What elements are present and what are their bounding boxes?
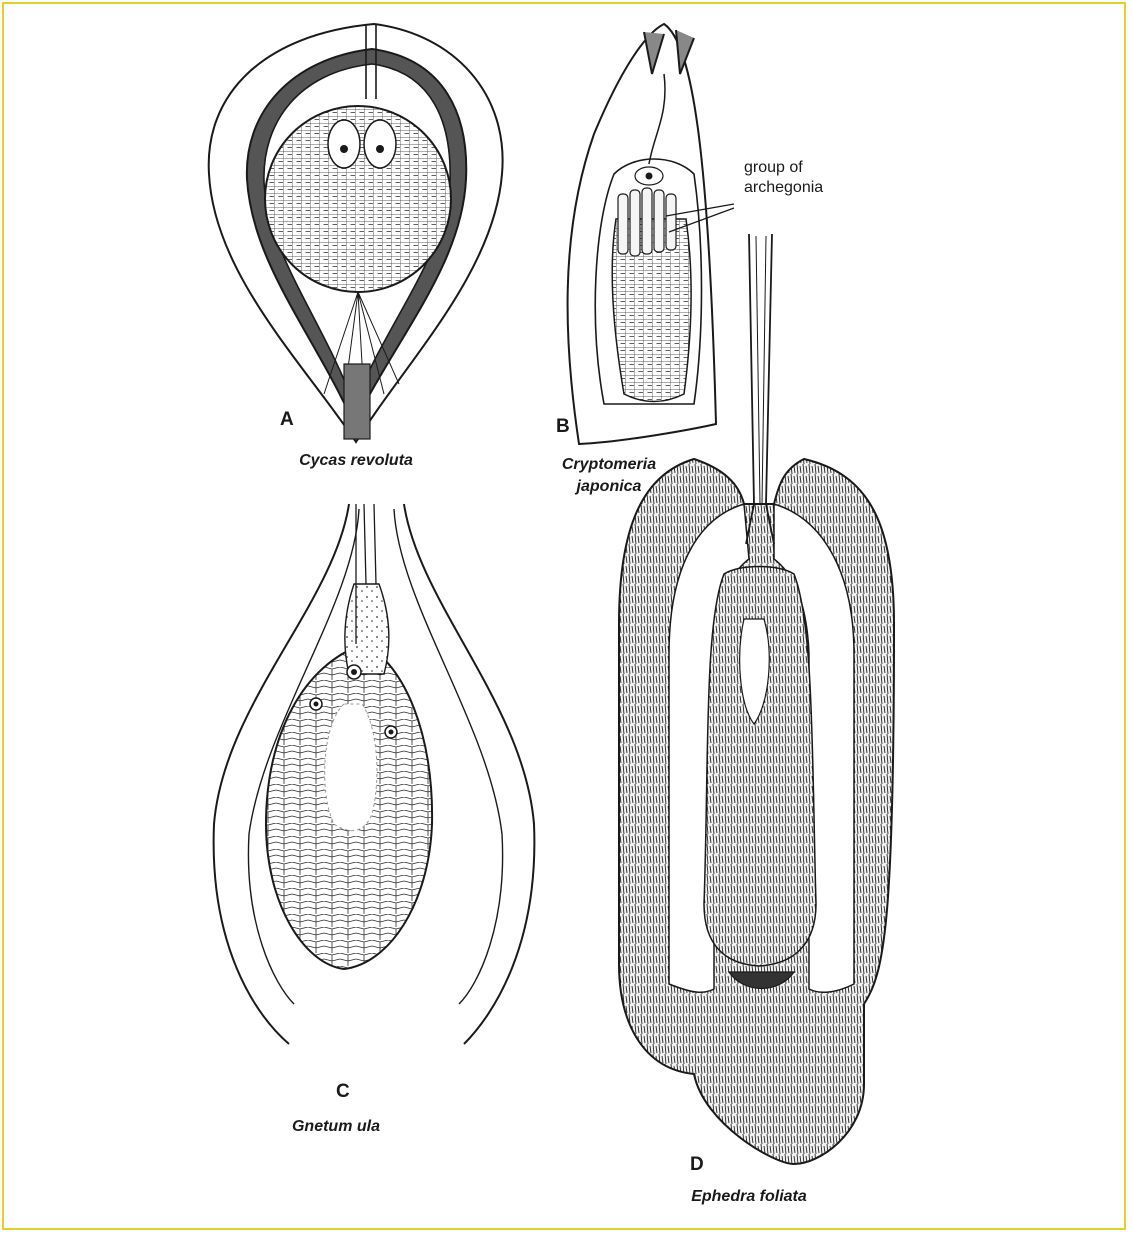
archegonia-callout: group of archegonia (744, 158, 823, 198)
figure-c-species: Gnetum ula (256, 1116, 416, 1138)
figure-b-letter: B (556, 416, 570, 438)
figure-d-letter: D (690, 1154, 704, 1176)
archegonia-callout-line1: group of (744, 158, 823, 178)
figure-b-species-line1: Cryptomeria (539, 454, 679, 476)
ovule-illustrations (4, 4, 1128, 1232)
figure-a-species: Cycas revoluta (266, 450, 446, 472)
figure-a-letter: A (280, 409, 294, 431)
figure-c-letter: C (336, 1081, 350, 1103)
figure-b-species-line2: japonica (539, 476, 679, 498)
figure-b-cryptomeria-ovule (568, 24, 734, 444)
figure-b-species: Cryptomeria japonica (539, 454, 679, 498)
archegonia-callout-line2: archegonia (744, 178, 823, 198)
figure-c-gnetum-ovule (214, 504, 535, 1044)
figure-d-species: Ephedra foliata (659, 1186, 839, 1208)
figure-a-cycas-ovule (209, 24, 503, 442)
